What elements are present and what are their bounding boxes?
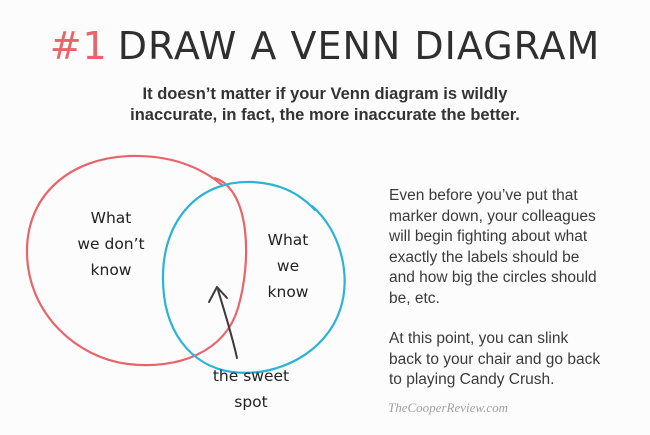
subtitle: It doesn’t matter if your Venn diagram i… <box>0 84 650 126</box>
label-line: we don’t <box>77 235 145 253</box>
label-line: the sweet <box>212 367 290 385</box>
text-line: back to your chair and go back <box>389 350 601 368</box>
text-line: Even before you’ve put that <box>389 187 578 204</box>
sweet-spot-label: the sweet spot <box>205 363 297 415</box>
text-line: and how big the circles should <box>389 269 597 286</box>
label-line: we <box>276 257 300 275</box>
venn-diagram: What we don’t know What we know the swee… <box>0 140 380 435</box>
right-circle <box>161 180 346 374</box>
paragraph: Even before you’ve put that marker down,… <box>389 186 641 309</box>
label-line: spot <box>234 393 268 411</box>
explanation-text: Even before you’ve put that marker down,… <box>389 186 641 411</box>
title-number: #1 <box>49 24 108 68</box>
text-line: marker down, your colleagues <box>389 207 596 225</box>
title-text: DRAW A VENN DIAGRAM <box>117 24 601 68</box>
label-line: know <box>90 261 132 279</box>
text-line: be, etc. <box>389 289 440 307</box>
label-line: What <box>90 209 132 227</box>
subtitle-line: inaccurate, in fact, the more inaccurate… <box>130 106 520 124</box>
label-line: know <box>267 283 309 301</box>
credit: TheCooperReview.com <box>388 400 508 415</box>
subtitle-line: It doesn’t matter if your Venn diagram i… <box>142 85 508 103</box>
sweet-spot-arrowhead <box>208 286 228 303</box>
label-line: What <box>267 231 309 249</box>
left-circle <box>25 154 248 367</box>
text-line: At this point, you can slink <box>389 330 569 347</box>
text-line: will begin fighting about what <box>389 228 588 245</box>
paragraph: At this point, you can slink back to you… <box>389 329 641 391</box>
text-line: to playing Candy Crush. <box>389 371 555 388</box>
venn-drawing <box>25 154 346 374</box>
left-circle-label: What we don’t know <box>75 205 147 283</box>
sweet-spot-arrow <box>217 289 238 359</box>
text-line: exactly the labels should be <box>389 248 580 266</box>
right-circle-label: What we know <box>258 227 318 305</box>
